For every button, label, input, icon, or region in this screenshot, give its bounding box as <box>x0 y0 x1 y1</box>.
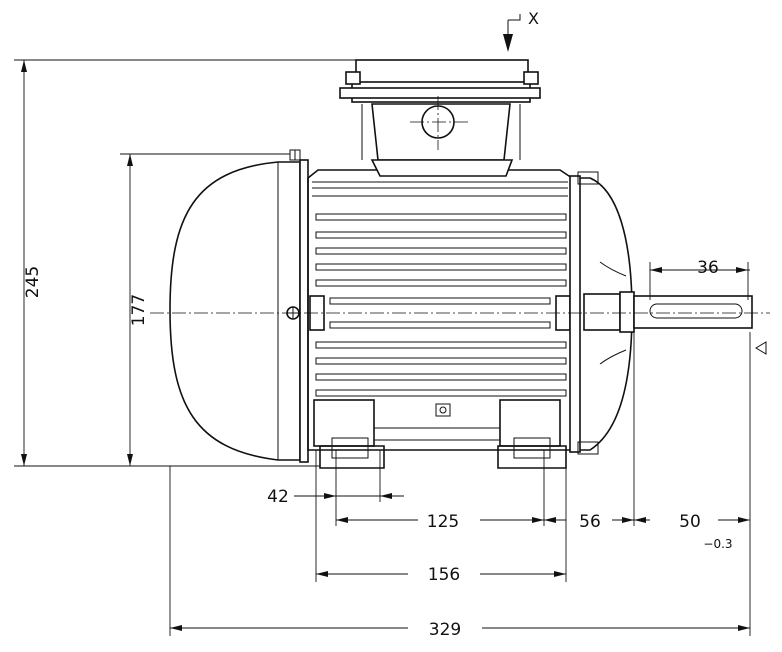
dim-row-125-56-50: 125 56 50 −0.3 <box>336 512 750 551</box>
fan-cover <box>169 161 301 461</box>
dim-offset-foot-label: 42 <box>267 487 289 507</box>
end-shield-rib-top <box>599 261 627 277</box>
view-marker-x: X <box>503 9 539 52</box>
foot-left-slot <box>331 437 369 459</box>
dim-overall-length-label: 329 <box>429 620 461 640</box>
end-shield-bolt-bottom <box>577 441 599 455</box>
dim-foot-base: 156 <box>316 565 566 585</box>
shaft <box>633 295 753 329</box>
bearing-shoulder <box>619 291 635 333</box>
foot-right-slot <box>513 437 551 459</box>
dim-foot-to-shoulder-label: 56 <box>579 512 601 532</box>
view-marker-label: X <box>528 9 539 28</box>
stator-frame <box>307 169 573 451</box>
shaft-keyway <box>649 303 743 319</box>
foot-housing-left <box>313 399 375 447</box>
dim-overall-length: 329 <box>170 620 750 640</box>
tb-screw-right <box>523 71 539 85</box>
nameplate-screw-head <box>439 406 447 414</box>
terminal-box-base <box>370 159 514 177</box>
foot-housing-right <box>499 399 561 447</box>
dim-offset-foot: 42 <box>267 487 404 507</box>
end-shield-rib-bottom <box>599 349 627 365</box>
dim-foot-base-label: 156 <box>428 565 460 585</box>
end-shield-bolt-top <box>577 171 599 185</box>
dim-foot-spacing-label: 125 <box>427 512 459 532</box>
view-arrow-icon <box>503 34 513 52</box>
tb-screw-left <box>345 71 361 85</box>
bearing-cap <box>583 293 621 331</box>
dim-shaft-extension-label: 50 <box>679 512 701 532</box>
dim-frame-height-label: 177 <box>129 294 149 326</box>
foot-left <box>319 445 385 469</box>
dim-overall-height-label: 245 <box>23 266 43 298</box>
terminal-box <box>339 59 541 177</box>
dim-shaft-length: 36 <box>649 258 750 300</box>
nameplate-screw <box>435 403 451 417</box>
datum-triangle-icon <box>755 341 767 355</box>
fan-cover-flange <box>299 159 309 463</box>
cooling-fins <box>315 213 567 397</box>
dim-frame-height: 177 <box>120 153 290 467</box>
motor-body <box>169 59 753 469</box>
dim-overall-height: 245 <box>14 59 356 467</box>
extension-lines <box>169 332 751 636</box>
dim-shaft-length-label: 36 <box>697 258 719 278</box>
dim-shaft-tolerance-label: −0.3 <box>703 537 732 551</box>
end-shield-flange <box>569 175 581 453</box>
